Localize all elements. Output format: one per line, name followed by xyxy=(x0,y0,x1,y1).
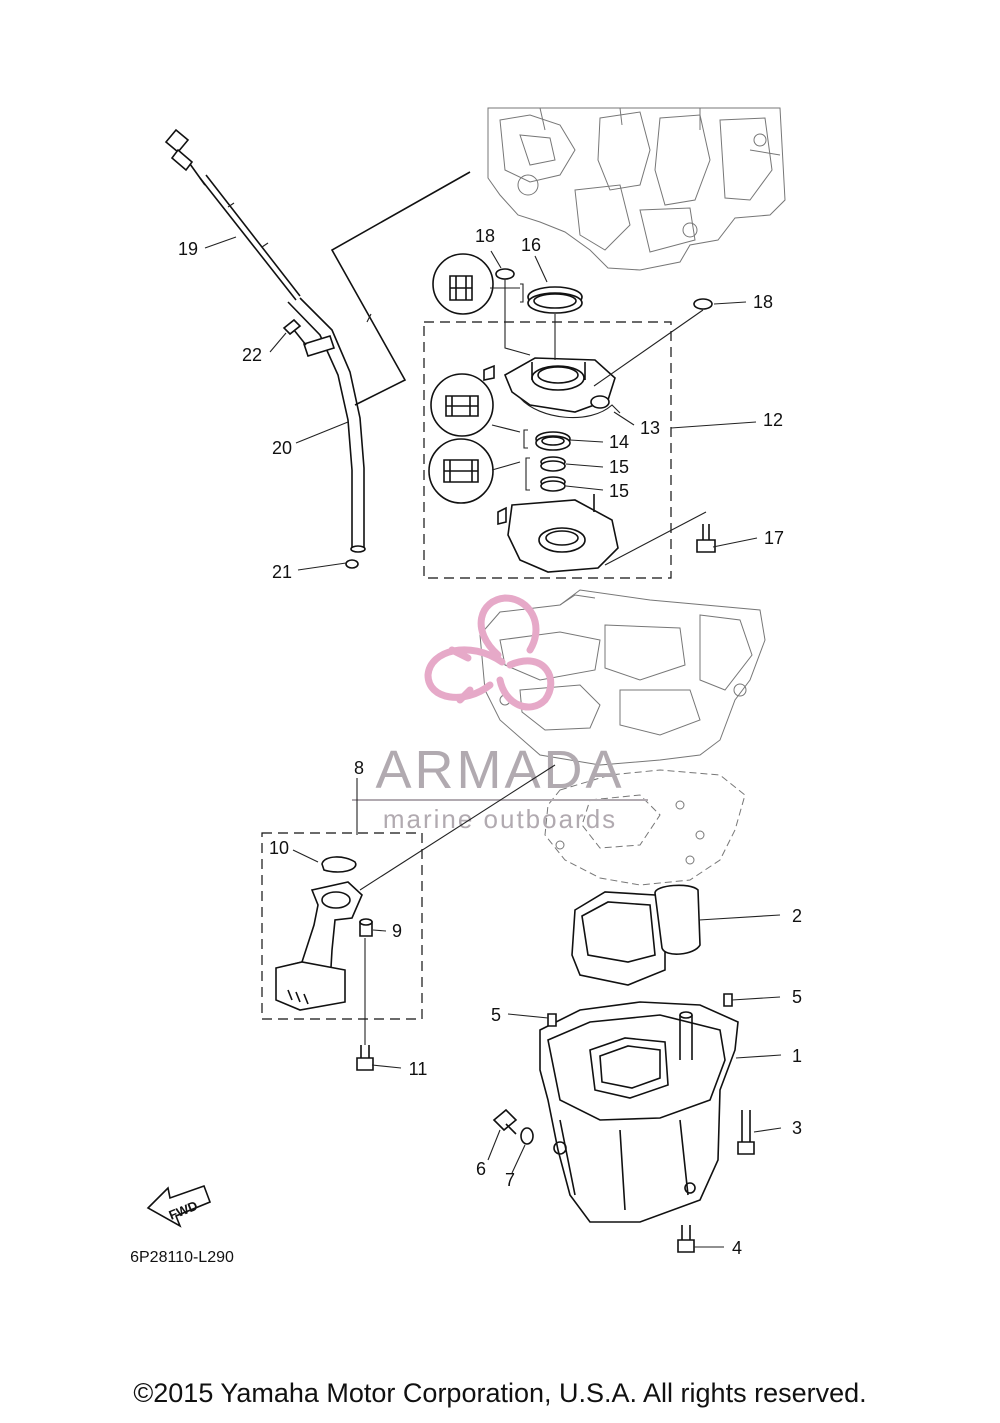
seal-detail-top xyxy=(432,253,494,315)
diagram-reference-code: 6P28110-L290 xyxy=(130,1249,234,1266)
callout-11: 11 xyxy=(409,1059,428,1079)
callout-15-b: 15 xyxy=(609,481,629,501)
callout-6: 6 xyxy=(476,1159,486,1179)
group-frame-8 xyxy=(261,832,423,1020)
oil-pump-cover xyxy=(497,494,619,573)
oil-seal-15-a xyxy=(540,456,566,472)
watermark-tagline: marine outboards xyxy=(383,804,617,834)
copyright-notice: ©2015 Yamaha Motor Corporation, U.S.A. A… xyxy=(133,1378,867,1408)
bolt-11 xyxy=(356,1045,374,1071)
callout-8: 8 xyxy=(354,758,364,778)
watermark: ARMADA marine outboards xyxy=(352,594,648,834)
seal-detail-middle xyxy=(430,373,494,437)
leader-lines xyxy=(204,236,782,1248)
dipstick-guide xyxy=(287,297,366,553)
callout-12: 12 xyxy=(763,410,783,430)
o-ring-10 xyxy=(321,856,357,873)
callout-21: 21 xyxy=(272,562,292,582)
gasket-13 xyxy=(519,397,621,419)
callout-1: 1 xyxy=(792,1046,802,1066)
dipstick-guide-link xyxy=(330,171,471,406)
o-ring-18-a xyxy=(495,268,515,280)
seal-detail-bottom xyxy=(428,438,494,504)
callout-20: 20 xyxy=(272,438,292,458)
callout-2: 2 xyxy=(792,906,802,926)
bolt-3 xyxy=(737,1110,755,1155)
callout-3: 3 xyxy=(792,1118,802,1138)
callout-5-b: 5 xyxy=(792,987,802,1007)
oil-pan xyxy=(539,1001,739,1223)
callout-18-a: 18 xyxy=(475,226,495,246)
group-frame-12 xyxy=(423,321,672,579)
bolt-22 xyxy=(282,318,307,346)
dowel-pin-5-b xyxy=(723,993,733,1007)
callout-15-a: 15 xyxy=(609,457,629,477)
gasket xyxy=(544,769,746,886)
engine-block xyxy=(487,107,786,271)
gasket-7 xyxy=(520,1127,534,1145)
bolt-4 xyxy=(677,1225,695,1253)
oil-pump-housing xyxy=(483,357,616,413)
callout-5-a: 5 xyxy=(491,1005,501,1025)
exhaust-guide xyxy=(479,589,766,766)
drain-plug-6 xyxy=(492,1108,518,1135)
callout-10: 10 xyxy=(269,838,289,858)
bolt-9 xyxy=(359,918,373,937)
oil-seal-15-b xyxy=(540,476,566,492)
o-ring-18-b xyxy=(693,298,713,310)
callout-13: 13 xyxy=(640,418,660,438)
watermark-logo xyxy=(424,594,555,711)
bolt-17 xyxy=(696,524,716,553)
callout-9: 9 xyxy=(392,921,402,941)
oil-seal-16 xyxy=(527,286,583,314)
callout-17: 17 xyxy=(764,528,784,548)
o-ring-21 xyxy=(345,559,359,569)
callout-labels: 19 22 20 21 18 16 18 13 12 14 15 15 17 8… xyxy=(178,226,802,1258)
callout-7: 7 xyxy=(505,1170,515,1190)
oil-seal-14 xyxy=(535,431,571,451)
callout-19: 19 xyxy=(178,239,198,259)
oil-strainer xyxy=(275,881,363,1011)
callout-4: 4 xyxy=(732,1238,742,1258)
dowel-pin-5-a xyxy=(547,1013,557,1027)
callout-22: 22 xyxy=(242,345,262,365)
callout-14: 14 xyxy=(609,432,629,452)
baffle-plate xyxy=(571,884,701,986)
forward-arrow-icon: FWD xyxy=(146,1184,212,1228)
callout-16: 16 xyxy=(521,235,541,255)
callout-18-b: 18 xyxy=(753,292,773,312)
dipstick xyxy=(164,128,301,301)
watermark-brand: ARMADA xyxy=(375,740,624,800)
